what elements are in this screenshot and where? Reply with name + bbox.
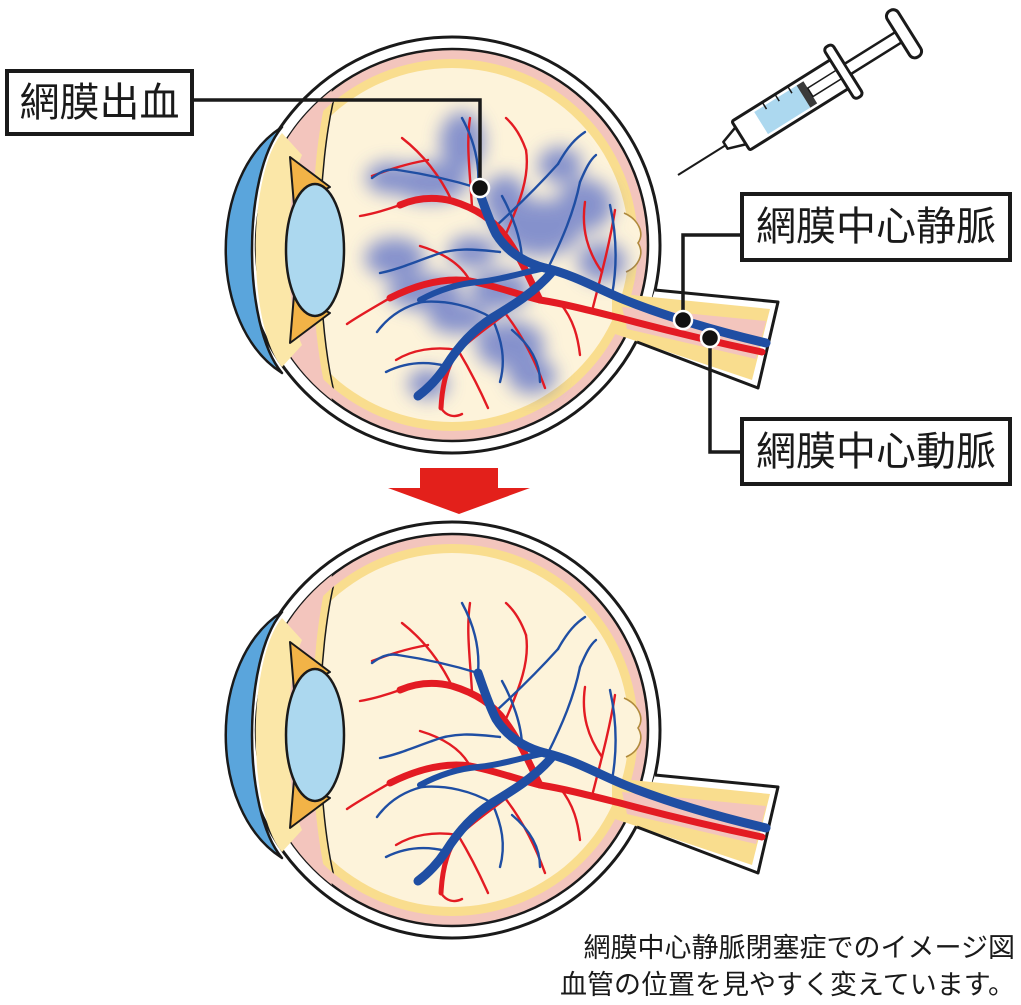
- top-eye: [212, 37, 778, 453]
- caption: 網膜中心静脈閉塞症でのイメージ図 血管の位置を見やすく変えています。: [560, 930, 1015, 1004]
- label-central-retinal-artery: 網膜中心動脈: [740, 417, 1012, 486]
- caption-line-1: 網膜中心静脈閉塞症でのイメージ図: [583, 933, 1015, 964]
- marker-dot: [672, 309, 694, 331]
- caption-line-2: 血管の位置を見やすく変えています。: [560, 970, 1015, 1001]
- arrow-down-icon: [388, 468, 530, 514]
- syringe-icon: [677, 8, 924, 176]
- label-central-retinal-vein: 網膜中心静脈: [740, 192, 1012, 262]
- label-retinal-hemorrhage: 網膜出血: [5, 69, 194, 136]
- label-text: 網膜中心動脈: [756, 428, 996, 475]
- leader-central-retinal-vein: [672, 233, 740, 331]
- marker-dot: [699, 327, 721, 349]
- syringe-liquid: [754, 84, 813, 135]
- label-text: 網膜中心静脈: [756, 204, 996, 250]
- bottom-eye: [212, 522, 778, 938]
- leader-retinal-hemorrhage: [193, 98, 491, 199]
- eye-cross-section: [212, 522, 778, 938]
- leader-central-retinal-artery: [699, 327, 740, 454]
- label-text: 網膜出血: [19, 79, 180, 126]
- marker-dot: [469, 177, 491, 199]
